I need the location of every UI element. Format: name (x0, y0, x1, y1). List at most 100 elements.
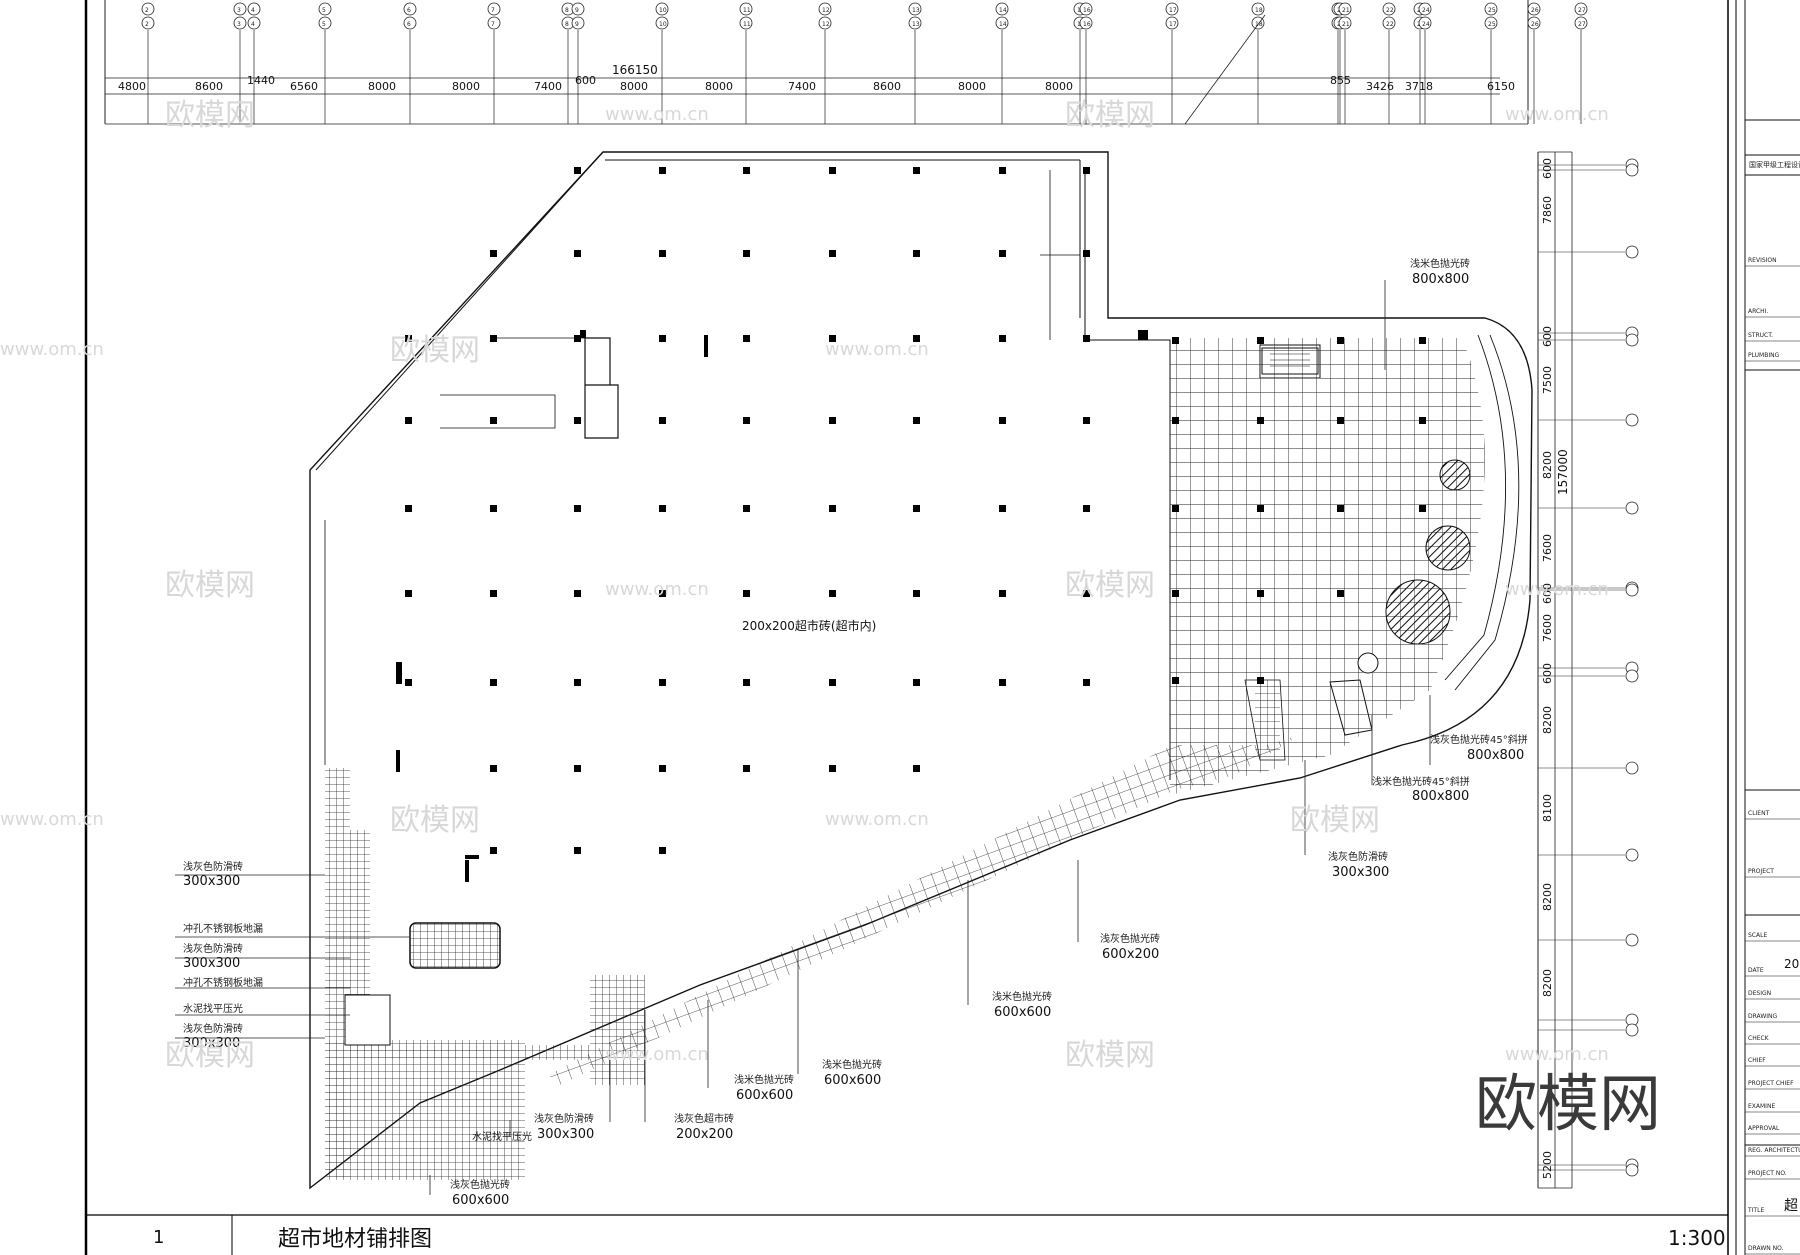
svg-text:欧模网: 欧模网 (390, 333, 480, 368)
drawing-title: 超市地材铺排图 (278, 1227, 432, 1252)
title-block-title: 超 (1784, 1198, 1798, 1214)
svg-text:www.om.cn: www.om.cn (825, 809, 929, 830)
title-block-row: CHIEF (1748, 1057, 1766, 1064)
svg-text:欧模网: 欧模网 (165, 98, 255, 133)
svg-text:600x600: 600x600 (824, 1073, 881, 1088)
title-block-row: CHECK (1748, 1035, 1770, 1042)
drawing-number: 1 (153, 1227, 164, 1248)
svg-text:800x800: 800x800 (1467, 748, 1524, 763)
svg-text:浅灰色防滑砖: 浅灰色防滑砖 (183, 942, 243, 955)
svg-text:800x800: 800x800 (1412, 272, 1469, 287)
dimension-value: 8000 (958, 80, 986, 93)
axis-bubble (1527, 2, 1541, 16)
title-block-row: DRAWN NO. (1748, 1245, 1784, 1252)
dimension-value: 4800 (118, 80, 146, 93)
axis-bubble (1338, 2, 1352, 16)
axis-bubble (908, 2, 922, 16)
svg-text:5: 5 (322, 21, 326, 28)
svg-text:10: 10 (659, 21, 667, 28)
axis-bubble (1625, 163, 1639, 177)
dimension-value: 8000 (620, 80, 648, 93)
axis-bubble (1574, 2, 1588, 16)
axis-label: 2 (145, 7, 149, 14)
right-axis-bubbles (1538, 158, 1639, 1177)
title-block-rows: REVISIONARCHI.STRUCT.PLUMBINGCLIENTPROJE… (1745, 257, 1800, 1255)
svg-text:www.om.cn: www.om.cn (825, 339, 929, 360)
svg-text:14: 14 (999, 21, 1007, 28)
dimension-value: 8000 (368, 80, 396, 93)
svg-text:2: 2 (145, 21, 149, 28)
svg-text:27: 27 (1578, 21, 1586, 28)
round-tables (1357, 459, 1471, 674)
dimension-value: 3426 (1366, 80, 1394, 93)
axis-label: 18 (1255, 7, 1263, 14)
svg-text:浅米色抛光砖: 浅米色抛光砖 (822, 1058, 882, 1071)
svg-text:600x600: 600x600 (736, 1088, 793, 1103)
dimension-value: 8100 (1541, 794, 1554, 822)
svg-text:冲孔不锈钢板地漏: 冲孔不锈钢板地漏 (183, 976, 263, 989)
dimension-value: 7500 (1541, 366, 1554, 394)
dimension-value: 3718 (1405, 80, 1433, 93)
axis-bubble (1382, 2, 1396, 16)
svg-text:水泥找平压光: 水泥找平压光 (472, 1130, 532, 1143)
svg-text:18: 18 (1255, 21, 1263, 28)
callout-c7: 浅米色抛光砖 600x600 (822, 1058, 882, 1088)
svg-text:欧模网: 欧模网 (165, 568, 255, 603)
dimension-value: 5200 (1541, 1151, 1554, 1179)
callout-leaders (175, 280, 1431, 1195)
axis-label: 9 (575, 7, 579, 14)
svg-text:4: 4 (251, 21, 255, 28)
svg-text:浅米色抛光砖: 浅米色抛光砖 (992, 990, 1052, 1003)
axis-bubble (1418, 2, 1432, 16)
dimension-value: 8000 (1045, 80, 1073, 93)
axis-label: 24 (1422, 7, 1430, 14)
axis-bubble (1625, 669, 1639, 683)
svg-text:欧模网: 欧模网 (1065, 568, 1155, 603)
title-block-row: DATE (1748, 967, 1764, 974)
title-block-row: REVISION (1748, 257, 1777, 264)
dimension-value: 6150 (1487, 80, 1515, 93)
svg-text:300x300: 300x300 (183, 956, 240, 971)
dimension-value: 8000 (705, 80, 733, 93)
axis-bubble (571, 2, 585, 16)
axis-label: 16 (1083, 7, 1091, 14)
total-height-dim: 157000 (1556, 449, 1570, 495)
dimension-value: 7400 (534, 80, 562, 93)
axis-label: 12 (822, 7, 830, 14)
axis-bubble (1625, 933, 1639, 947)
svg-text:www.om.cn: www.om.cn (1505, 104, 1609, 125)
structural-columns (396, 167, 1426, 882)
dimension-value: 8000 (452, 80, 480, 93)
dimension-value: 1440 (247, 74, 275, 87)
axis-label: 6 (407, 7, 411, 14)
axis-label: 4 (251, 7, 255, 14)
svg-text:浅灰色抛光砖: 浅灰色抛光砖 (1100, 932, 1160, 945)
floor-center-label: 200x200超市砖(超市内) (742, 618, 876, 633)
dimension-value: 7600 (1541, 534, 1554, 562)
axis-bubble (818, 2, 832, 16)
svg-text:浅灰色抛光砖: 浅灰色抛光砖 (450, 1178, 510, 1191)
title-block-row: REG. ARCHITECTURAL (1748, 1147, 1800, 1154)
axis-bubble (1625, 501, 1639, 515)
dimension-value: 8600 (873, 80, 901, 93)
axis-bubble (1251, 2, 1265, 16)
axis-bubble (1079, 2, 1093, 16)
svg-text:浅灰色防滑砖: 浅灰色防滑砖 (1328, 850, 1388, 863)
title-block-row: ARCHI. (1748, 308, 1768, 315)
axis-bubble (403, 2, 417, 16)
svg-text:13: 13 (912, 21, 920, 28)
svg-text:800x800: 800x800 (1412, 789, 1469, 804)
title-block-row: PROJECT NO. (1748, 1170, 1787, 1177)
svg-text:12: 12 (822, 21, 830, 28)
tile-zone-left (325, 680, 1280, 1180)
svg-text:欧模网: 欧模网 (1290, 803, 1380, 838)
axis-bubble (1625, 848, 1639, 862)
svg-text:8: 8 (565, 21, 569, 28)
svg-text:17: 17 (1169, 21, 1177, 28)
